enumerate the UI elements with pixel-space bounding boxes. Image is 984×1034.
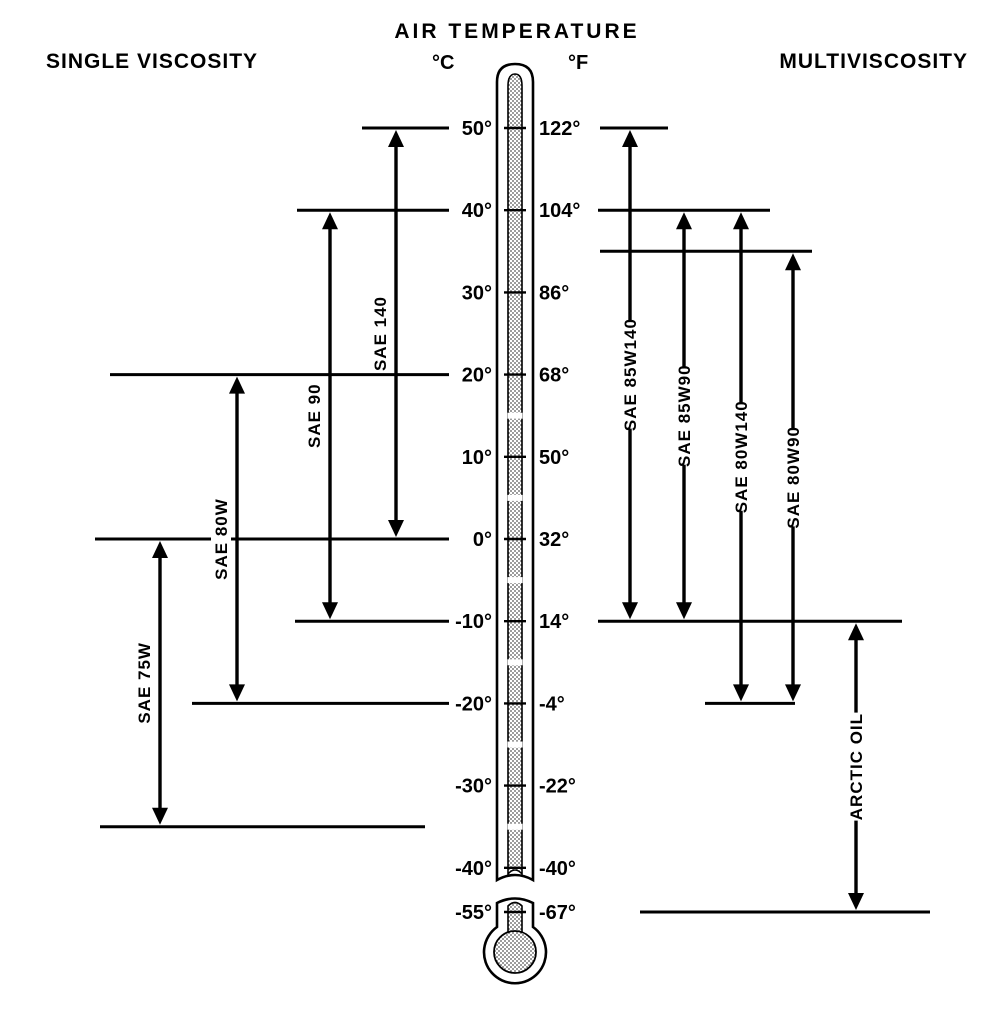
arrowhead-up-icon: [848, 623, 864, 641]
range-arrow-sae-75w: SAE 75W: [134, 541, 168, 825]
fahrenheit-value-label: 104°: [539, 200, 580, 222]
celsius-value-label: 30°: [462, 282, 492, 304]
arrowhead-down-icon: [622, 602, 638, 620]
fahrenheit-value-label: 14°: [539, 611, 569, 633]
arrowhead-down-icon: [848, 893, 864, 910]
arrowhead-up-icon: [733, 212, 749, 230]
range-label: SAE 85W140: [621, 318, 640, 431]
tube-segment-gap: [507, 412, 523, 419]
range-label: SAE 80W90: [784, 426, 803, 529]
arrowhead-down-icon: [322, 602, 338, 620]
celsius-value-label: 50°: [462, 118, 492, 140]
range-boundary-lines: [95, 126, 930, 914]
arrowhead-up-icon: [676, 212, 692, 230]
range-label: SAE 80W140: [732, 400, 751, 513]
thermometer: [482, 62, 548, 985]
thermometer-upper-tube: [507, 73, 523, 877]
range-arrow-sae-85w140: SAE 85W140: [620, 130, 640, 620]
range-label: SAE 80W: [212, 498, 231, 580]
arrowhead-down-icon: [229, 684, 245, 702]
range-label: SAE 85W90: [675, 364, 694, 467]
celsius-value-label: 40°: [462, 200, 492, 222]
range-label: ARCTIC OIL: [847, 713, 866, 820]
range-label: SAE 90: [305, 383, 324, 448]
celsius-value-label: -20°: [455, 693, 492, 715]
tube-segment-gap: [507, 577, 523, 584]
range-arrow-sae-85w90: SAE 85W90: [674, 212, 694, 620]
fahrenheit-value-label: 86°: [539, 282, 569, 304]
arrowhead-down-icon: [733, 684, 749, 702]
arrowhead-up-icon: [388, 130, 404, 147]
air-temperature-title: AIR TEMPERATURE: [394, 20, 640, 43]
tube-segment-gap: [507, 823, 523, 830]
celsius-value-label: 0°: [473, 529, 492, 551]
arrowhead-up-icon: [152, 541, 168, 558]
thermometer-lower-tube: [507, 901, 523, 933]
fahrenheit-value-label: -22°: [539, 776, 576, 798]
celsius-value-label: -30°: [455, 776, 492, 798]
range-arrow-sae-80w: SAE 80W: [211, 376, 245, 702]
fahrenheit-value-label: 50°: [539, 447, 569, 469]
celsius-value-label: 10°: [462, 447, 492, 469]
single-viscosity-header: SINGLE VISCOSITY: [46, 50, 259, 73]
range-label: SAE 75W: [135, 642, 154, 724]
arrowhead-down-icon: [152, 807, 168, 825]
range-label: SAE 140: [371, 296, 390, 371]
range-arrow-sae-90: SAE 90: [304, 212, 338, 620]
arrowhead-up-icon: [229, 376, 245, 394]
multiviscosity-header: MULTIVISCOSITY: [779, 50, 968, 73]
fahrenheit-value-label: 122°: [539, 118, 580, 140]
fahrenheit-value-label: 32°: [539, 529, 569, 551]
celsius-value-label: -55°: [455, 902, 492, 924]
tube-segment-gap: [507, 659, 523, 666]
arrowhead-up-icon: [785, 253, 801, 271]
fahrenheit-value-label: 68°: [539, 365, 569, 387]
fahrenheit-unit-label: °F: [568, 52, 589, 74]
arrowhead-up-icon: [622, 130, 638, 147]
thermometer-bulb: [493, 930, 537, 974]
tube-segment-gap: [507, 741, 523, 748]
range-arrow-sae-80w140: SAE 80W140: [731, 212, 751, 702]
arrowhead-down-icon: [388, 520, 404, 537]
arrowhead-down-icon: [785, 684, 801, 702]
celsius-value-label: 20°: [462, 365, 492, 387]
range-arrow-sae-140: SAE 140: [370, 130, 404, 537]
tube-segment-gap: [507, 494, 523, 501]
fahrenheit-value-label: -4°: [539, 693, 565, 715]
celsius-unit-label: °C: [432, 52, 455, 74]
fahrenheit-value-label: -67°: [539, 902, 576, 924]
fahrenheit-value-label: -40°: [539, 858, 576, 880]
arrowhead-up-icon: [322, 212, 338, 230]
temperature-scale: 50° 122° 40° 104° 30° 86° 20° 68° 10° 50° 0° 32° -10…: [455, 118, 580, 924]
range-arrow-arctic-oil: ARCTIC OIL: [846, 623, 866, 910]
arrowhead-down-icon: [676, 602, 692, 620]
celsius-value-label: -40°: [455, 858, 492, 880]
range-arrow-sae-80w90: SAE 80W90: [783, 253, 803, 702]
celsius-value-label: -10°: [455, 611, 492, 633]
